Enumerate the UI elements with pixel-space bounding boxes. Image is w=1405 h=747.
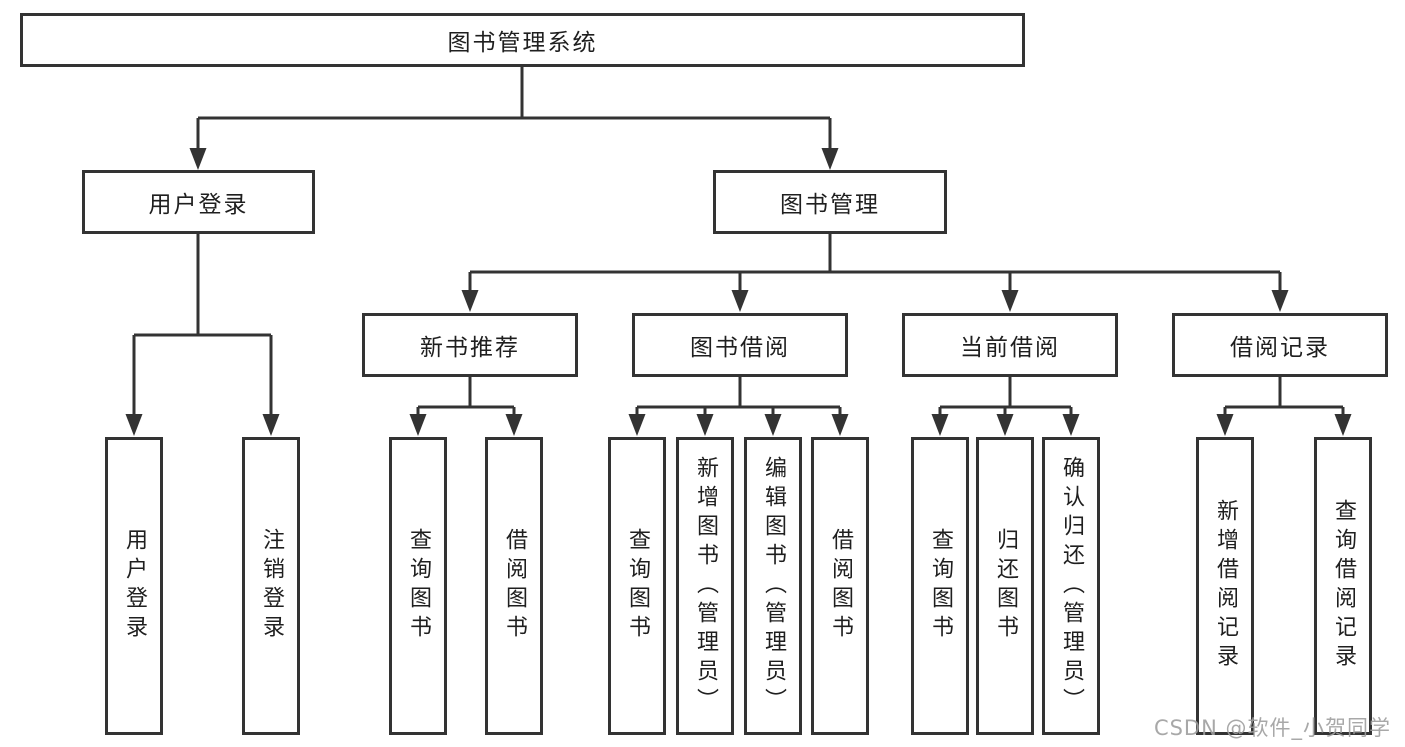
- leaf-borrow-books-recommend: 借阅图书: [485, 437, 543, 735]
- leaf-borrow-books-label: 借阅图书: [828, 528, 853, 644]
- leaf-edit-book-admin: 编辑图书（管理员）: [744, 437, 802, 735]
- node-current-borrow: 当前借阅: [902, 313, 1118, 377]
- leaf-borrow-books: 借阅图书: [811, 437, 869, 735]
- node-current-borrow-label: 当前借阅: [960, 335, 1060, 361]
- leaf-query-books-recommend: 查询图书: [389, 437, 447, 735]
- leaf-user-login: 用户登录: [105, 437, 163, 735]
- leaf-add-borrow-record-label: 新增借阅记录: [1213, 499, 1238, 673]
- leaf-query-borrow-record-label: 查询借阅记录: [1331, 499, 1356, 673]
- node-borrow-records: 借阅记录: [1172, 313, 1388, 377]
- node-user-login: 用户登录: [82, 170, 315, 234]
- leaf-query-books-borrow: 查询图书: [608, 437, 666, 735]
- leaf-borrow-books-recommend-label: 借阅图书: [502, 528, 527, 644]
- leaf-return-book-label: 归还图书: [993, 528, 1018, 644]
- leaf-query-borrow-record: 查询借阅记录: [1314, 437, 1372, 735]
- leaf-add-book-admin: 新增图书（管理员）: [676, 437, 734, 735]
- leaf-user-login-label: 用户登录: [122, 528, 147, 644]
- node-new-book-recommend-label: 新书推荐: [420, 335, 520, 361]
- leaf-edit-book-admin-label: 编辑图书（管理员）: [761, 455, 786, 717]
- node-book-management-label: 图书管理: [780, 192, 880, 218]
- node-book-borrow: 图书借阅: [632, 313, 848, 377]
- leaf-add-book-admin-label: 新增图书（管理员）: [693, 455, 718, 717]
- node-book-management: 图书管理: [713, 170, 947, 234]
- leaf-logout-label: 注销登录: [259, 528, 284, 644]
- node-root-label: 图书管理系统: [447, 30, 598, 56]
- leaf-add-borrow-record: 新增借阅记录: [1196, 437, 1254, 735]
- leaf-confirm-return-admin: 确认归还（管理员）: [1042, 437, 1100, 735]
- leaf-query-books-current: 查询图书: [911, 437, 969, 735]
- node-user-login-label: 用户登录: [148, 192, 249, 218]
- node-book-borrow-label: 图书借阅: [690, 335, 790, 361]
- leaf-query-books-borrow-label: 查询图书: [625, 528, 650, 644]
- leaf-logout: 注销登录: [242, 437, 300, 735]
- csdn-watermark: CSDN @软件_小贺同学: [1153, 716, 1391, 740]
- node-new-book-recommend: 新书推荐: [362, 313, 578, 377]
- leaf-confirm-return-admin-label: 确认归还（管理员）: [1059, 455, 1084, 717]
- node-borrow-records-label: 借阅记录: [1230, 335, 1330, 361]
- leaf-return-book: 归还图书: [976, 437, 1034, 735]
- node-root: 图书管理系统: [20, 13, 1025, 67]
- arrowheads: [125, 148, 1352, 436]
- leaf-query-books-recommend-label: 查询图书: [406, 528, 431, 644]
- leaf-query-books-current-label: 查询图书: [928, 528, 953, 644]
